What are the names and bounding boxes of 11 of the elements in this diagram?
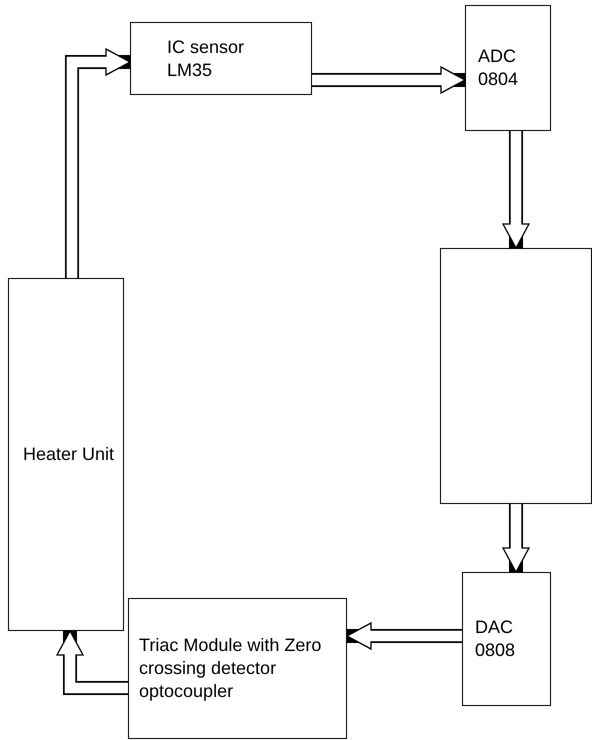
block-box: [130, 22, 312, 95]
block-box: [465, 5, 551, 131]
empty-block-box: [440, 248, 592, 504]
block-label: IC sensor LM35: [167, 36, 246, 82]
block-box: [8, 278, 124, 631]
block-box: [462, 572, 551, 706]
block-label: Heater Unit: [23, 443, 116, 466]
block-label: DAC 0808: [475, 616, 516, 662]
block-box: [128, 598, 347, 739]
block-label: Triac Module with Zero crossing detector optocoupler: [139, 634, 322, 703]
block-label: ADC 0804: [478, 45, 520, 91]
